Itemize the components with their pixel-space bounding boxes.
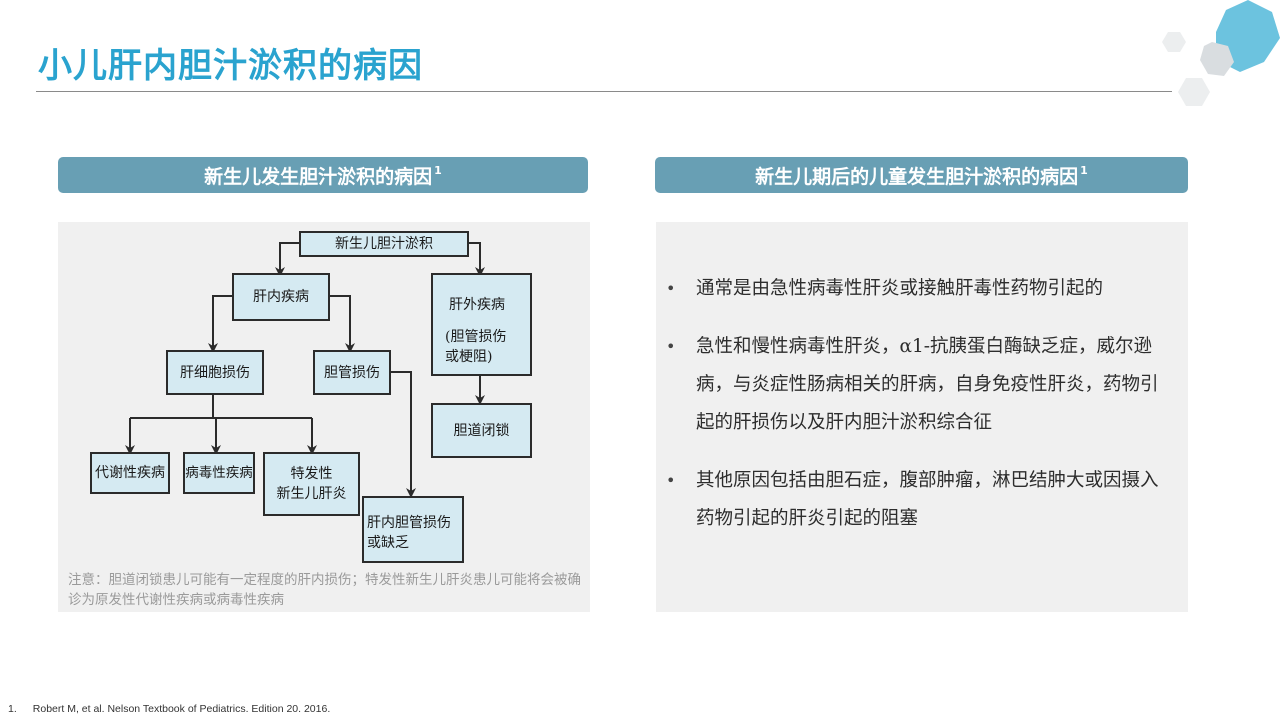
bullet-dot-icon: •	[666, 279, 676, 298]
right-header-text: 新生儿期后的儿童发生胆汁淤积的病因	[755, 165, 1079, 188]
hex-small-bottom	[1178, 78, 1210, 106]
right-bullet-list: •通常是由急性病毒性肝炎或接触肝毒性药物引起的 •急性和慢性病毒性肝炎，α1-抗…	[666, 270, 1176, 558]
title-divider	[36, 91, 1172, 92]
node-intrahepatic-duct-deficiency: 肝内胆管损伤 或缺乏	[362, 496, 464, 563]
node-viral-disease: 病毒性疾病	[183, 452, 255, 494]
right-panel-box	[656, 222, 1188, 612]
edge-intra-duct	[328, 295, 355, 353]
node-biliary-atresia: 胆道闭锁	[431, 403, 532, 458]
slide-title: 小儿肝内胆汁淤积的病因	[38, 46, 423, 86]
node-hepatocyte-injury: 肝细胞损伤	[166, 350, 264, 395]
footnote-text: Robert M, et al. Nelson Textbook of Pedi…	[32, 703, 331, 715]
node-metabolic-disease: 代谢性疾病	[90, 452, 170, 494]
reference-footnote: 1. Robert M, et al. Nelson Textbook of Pe…	[8, 703, 330, 715]
left-header-ref: 1	[434, 163, 442, 177]
left-header-text: 新生儿发生胆汁淤积的病因	[204, 165, 433, 188]
node-bile-duct-injury: 胆管损伤	[313, 350, 391, 395]
bullet-item: •急性和慢性病毒性肝炎，α1-抗胰蛋白酶缺乏症，威尔逊病，与炎症性肠病相关的肝病…	[666, 328, 1176, 442]
node-extrahepatic-disease: 肝外疾病 (胆管损伤 或梗阻)	[431, 273, 532, 376]
bullet-item: •通常是由急性病毒性肝炎或接触肝毒性药物引起的	[666, 270, 1176, 308]
node-neonatal-cholestasis: 新生儿胆汁淤积	[299, 231, 469, 257]
node-intrahepatic-disease: 肝内疾病	[232, 273, 330, 321]
bullet-dot-icon: •	[666, 337, 676, 356]
node-idiopathic-hepatitis: 特发性 新生儿肝炎	[263, 452, 360, 516]
hexagon-decoration-icon	[1162, 0, 1280, 106]
bullet-item: •其他原因包括由胆石症，腹部肿瘤，淋巴结肿大或因摄入药物引起的肝炎引起的阻塞	[666, 462, 1176, 538]
hex-small-top	[1162, 32, 1186, 52]
bullet-dot-icon: •	[666, 471, 676, 490]
footnote-number: 1.	[8, 703, 17, 715]
hex-medium	[1200, 42, 1234, 76]
edge-root-extrahepatic	[468, 242, 485, 277]
flowchart-note: 注意：胆道闭锁患儿可能有一定程度的肝内损伤；特发性新生儿肝炎患儿可能将会被确诊为…	[68, 572, 581, 608]
edge-duct-to-intraduct	[390, 371, 416, 498]
hex-large	[1216, 0, 1280, 72]
edge-root-intrahepatic	[275, 242, 300, 277]
right-header-ref: 1	[1080, 163, 1088, 177]
